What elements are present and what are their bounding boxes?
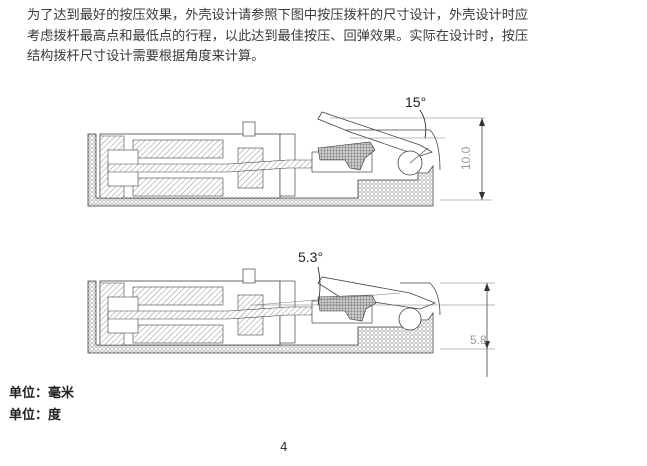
intro-line: 为了达到最好的按压效果，外壳设计请参照下图中按压拨杆的尺寸设计，外壳设计时应 xyxy=(27,8,529,23)
dimension-label: 10.0 xyxy=(459,146,473,170)
angle-label: 15° xyxy=(405,94,426,110)
intro-line: 考虑拨杆最高点和最低点的行程，以此达到最佳按压、回弹效果。实际在设计时，按压 xyxy=(27,28,529,44)
lever-diagram-bottom: 5.3° 5.8 xyxy=(87,249,495,377)
dimension-label: 5.8 xyxy=(470,333,487,347)
angle-label: 5.3° xyxy=(298,249,323,265)
page-number: 4 xyxy=(280,440,288,454)
lever-diagram-top: 15° 10.0 xyxy=(87,94,492,207)
intro-paragraph: 为了达到最好的按压效果，外壳设计请参照下图中按压拨杆的尺寸设计，外壳设计时应 考… xyxy=(27,6,587,68)
intro-line: 结构拨杆尺寸设计需要根据角度来计算。 xyxy=(27,49,265,64)
unit-angle: 单位：度 xyxy=(9,408,62,423)
unit-length: 单位：毫米 xyxy=(9,386,75,401)
